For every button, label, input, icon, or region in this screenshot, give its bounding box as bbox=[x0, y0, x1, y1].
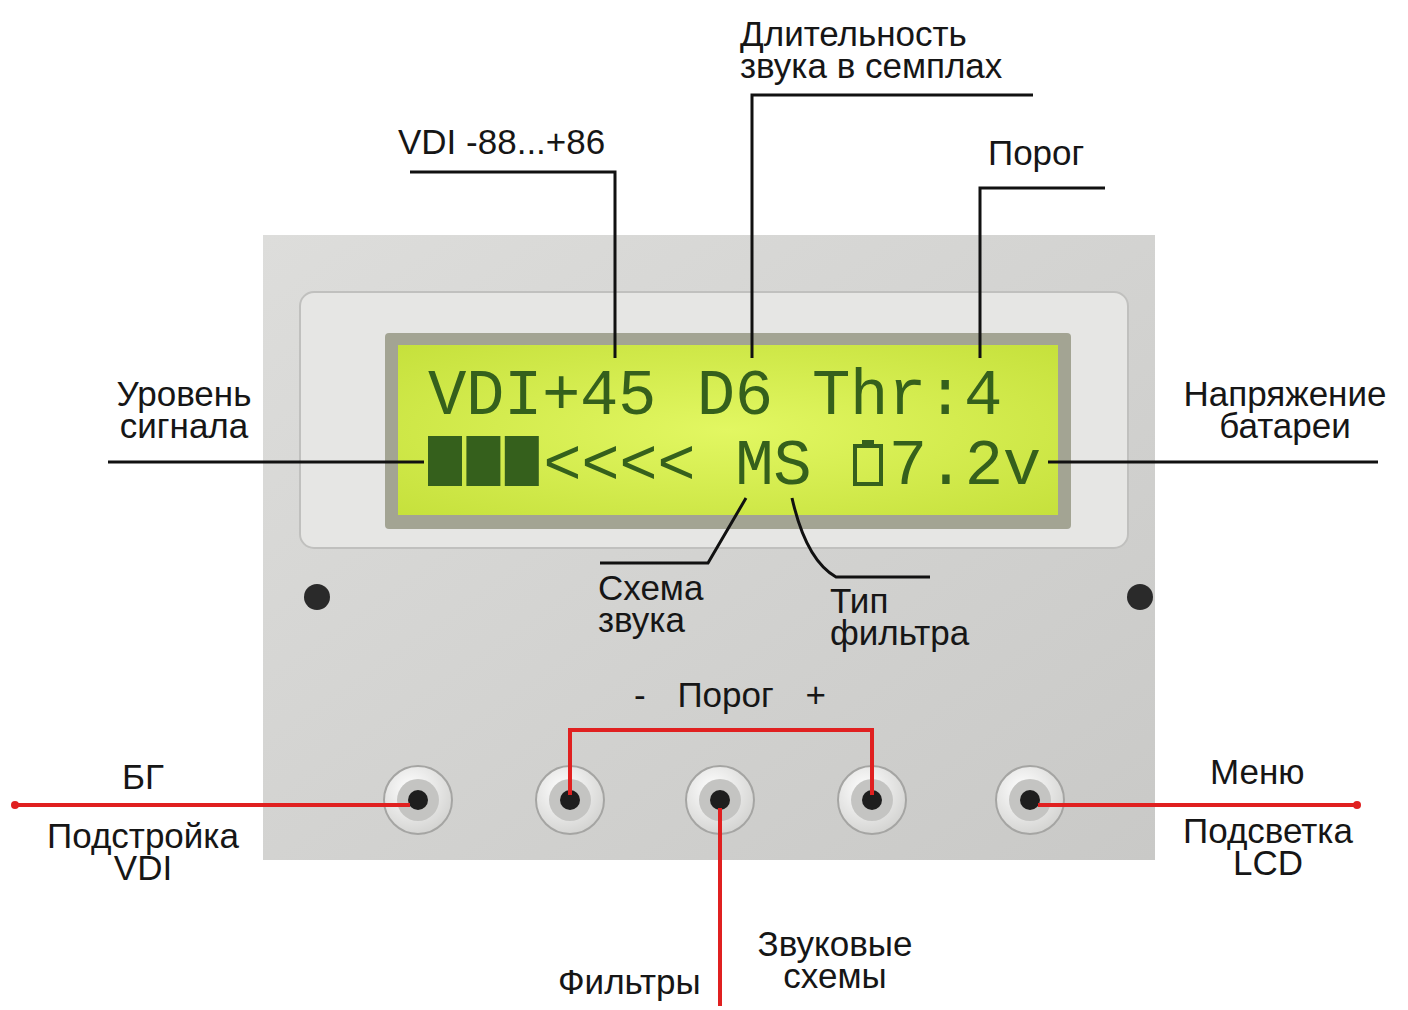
signal-bars bbox=[428, 436, 539, 486]
callout-label: БГ bbox=[122, 757, 164, 797]
lcd-screen: VDI+45 D6 Thr:4 <<<< MS 7.2v bbox=[398, 345, 1058, 515]
red-pointer bbox=[15, 730, 1357, 1006]
mounting-hole bbox=[304, 584, 330, 610]
callout-label: Тип фильтра bbox=[830, 585, 1000, 649]
lcd-bezel bbox=[300, 292, 1128, 548]
pointer-dot bbox=[11, 801, 19, 809]
panel-caption: - Порог + bbox=[530, 675, 930, 715]
lcd-readout: <<<< bbox=[543, 435, 695, 499]
lcd-glass bbox=[398, 345, 1058, 515]
callout-label: Подсветка LCD bbox=[1168, 815, 1368, 879]
callout-label: Подстройка VDI bbox=[32, 820, 254, 884]
lcd-frame bbox=[385, 333, 1071, 529]
lcd-readout: Thr:4 bbox=[812, 365, 1002, 429]
callout-label: Меню bbox=[1210, 752, 1305, 792]
callout-label: Напряжение батареи bbox=[1172, 378, 1398, 442]
battery-icon bbox=[855, 440, 881, 484]
callout-label: Фильтры bbox=[558, 962, 701, 1002]
leader-line bbox=[108, 95, 1378, 577]
lcd-readout: VDI+45 bbox=[428, 365, 656, 429]
panel-plate bbox=[263, 235, 1155, 860]
lcd-readout: MS bbox=[735, 435, 811, 499]
callout-label: Длительность звука в семплах bbox=[740, 18, 1050, 82]
callout-label: Звуковые схемы bbox=[740, 928, 930, 992]
callout-label: Уровень сигнала bbox=[100, 378, 268, 442]
push-button bbox=[996, 766, 1064, 834]
pointer-dot bbox=[1353, 801, 1361, 809]
callout-label: Схема звука bbox=[598, 572, 728, 636]
control-panel: - Порог + VDI+45 D6 Thr:4 <<<< MS 7.2v bbox=[263, 235, 1155, 860]
mounting-hole bbox=[1127, 584, 1153, 610]
callout-label: VDI -88...+86 bbox=[398, 122, 605, 162]
lcd-readout: 7.2v bbox=[889, 435, 1041, 499]
callout-label: Порог bbox=[988, 133, 1084, 173]
push-button bbox=[384, 766, 452, 834]
lcd-readout: D6 bbox=[697, 365, 773, 429]
